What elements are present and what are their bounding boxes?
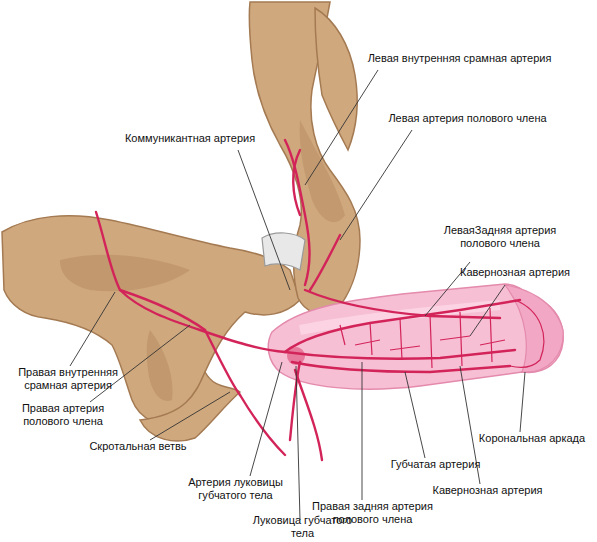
bone-shading [60, 120, 345, 401]
part-label: ЛеваяЗадняя артерия полового члена [425, 224, 575, 250]
part-label: Луковица губчатого тела [250, 514, 355, 540]
part-label: Скротальная ветвь [78, 440, 198, 453]
part-label: Левая артерия полового члена [380, 112, 555, 125]
part-label: Кавернозная артерия [425, 484, 550, 497]
leader-lines [70, 70, 525, 520]
glans [505, 285, 563, 372]
part-label: Правая внутренняя срамная артерия [8, 366, 128, 392]
part-label: Правая артерия полового члена [8, 402, 118, 428]
part-label: Губчатая артерия [378, 458, 493, 471]
part-label: Корональная аркада [471, 432, 593, 445]
artery-branches [340, 300, 544, 368]
arteries [96, 140, 520, 460]
part-label: Артерия луковицы губчатого тела [178, 476, 293, 502]
ligament-ring [262, 233, 305, 270]
part-label: Левая внутренняя срамная артерия [352, 52, 567, 65]
part-label: Коммуникантная артерия [115, 132, 265, 145]
part-label: Кавернозная артерия [455, 266, 575, 279]
penis-shaft [268, 284, 563, 389]
